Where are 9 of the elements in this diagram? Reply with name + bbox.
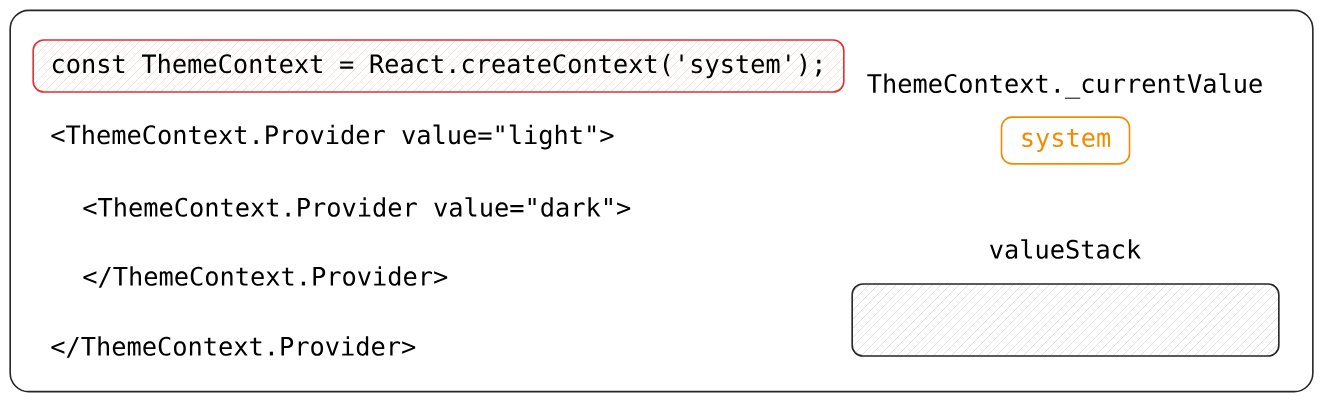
- card-frame: [9, 9, 1314, 393]
- heading: valueStack: [990, 239, 1141, 259]
- heading: ThemeContext._currentValue: [867, 73, 1262, 99]
- code-box: const ThemeContext = React.createContext('system');: [32, 39, 845, 93]
- code-line: <ThemeContext.Provider value="light">: [51, 124, 614, 150]
- value-box: system: [1000, 116, 1131, 165]
- code-line: </ThemeContext.Provider>: [83, 266, 448, 288]
- code-line: </ThemeContext.Provider>: [51, 336, 416, 358]
- code-line: <ThemeContext.Provider value="dark">: [83, 197, 631, 217]
